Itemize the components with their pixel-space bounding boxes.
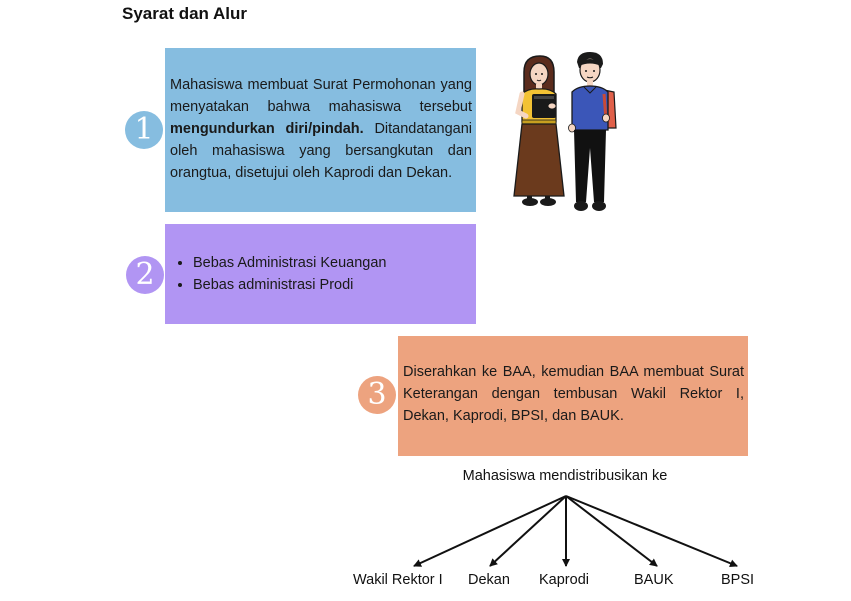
step-2-box: Bebas Administrasi Keuangan Bebas admini… [165,224,476,324]
step-2-number: 2 [126,256,164,294]
arrow-to-wakil-rektor [413,495,567,567]
step-1-box: Mahasiswa membuat Surat Permohonan yang … [165,48,476,212]
female-student-figure [513,55,565,206]
distribution-label: Mahasiswa mendistribusikan ke [462,468,668,484]
step-1-bold-text: mengundurkan diri/pindah. [170,121,364,137]
recipient-bauk: BAUK [634,572,674,588]
step-1-text: Mahasiswa membuat Surat Permohonan yang … [170,77,472,115]
recipient-dekan: Dekan [468,572,510,588]
requirements-list: Bebas Administrasi Keuangan Bebas admini… [175,252,472,296]
two-students-illustration [513,52,617,211]
step-3-box: Diserahkan ke BAA, kemudian BAA membuat … [398,336,748,456]
step-3-number: 3 [358,376,396,414]
page-title: Syarat dan Alur [122,4,248,23]
recipient-bpsi: BPSI [721,572,755,588]
arrow-to-dekan [489,495,567,567]
step-1-text-after: Ditandatangani oleh mahasiswa yang bersa… [170,121,472,181]
male-student-figure [568,52,617,211]
list-item: Bebas Administrasi Keuangan [193,252,472,274]
recipient-wakil-rektor: Wakil Rektor I [353,572,443,588]
arrow-to-bauk [565,495,658,567]
step-3-text: Diserahkan ke BAA, kemudian BAA membuat … [403,364,744,424]
step-1-number: 1 [125,111,163,149]
arrow-to-bpsi [565,495,738,568]
recipient-kaprodi: Kaprodi [539,572,589,588]
list-item: Bebas administrasi Prodi [193,274,472,296]
